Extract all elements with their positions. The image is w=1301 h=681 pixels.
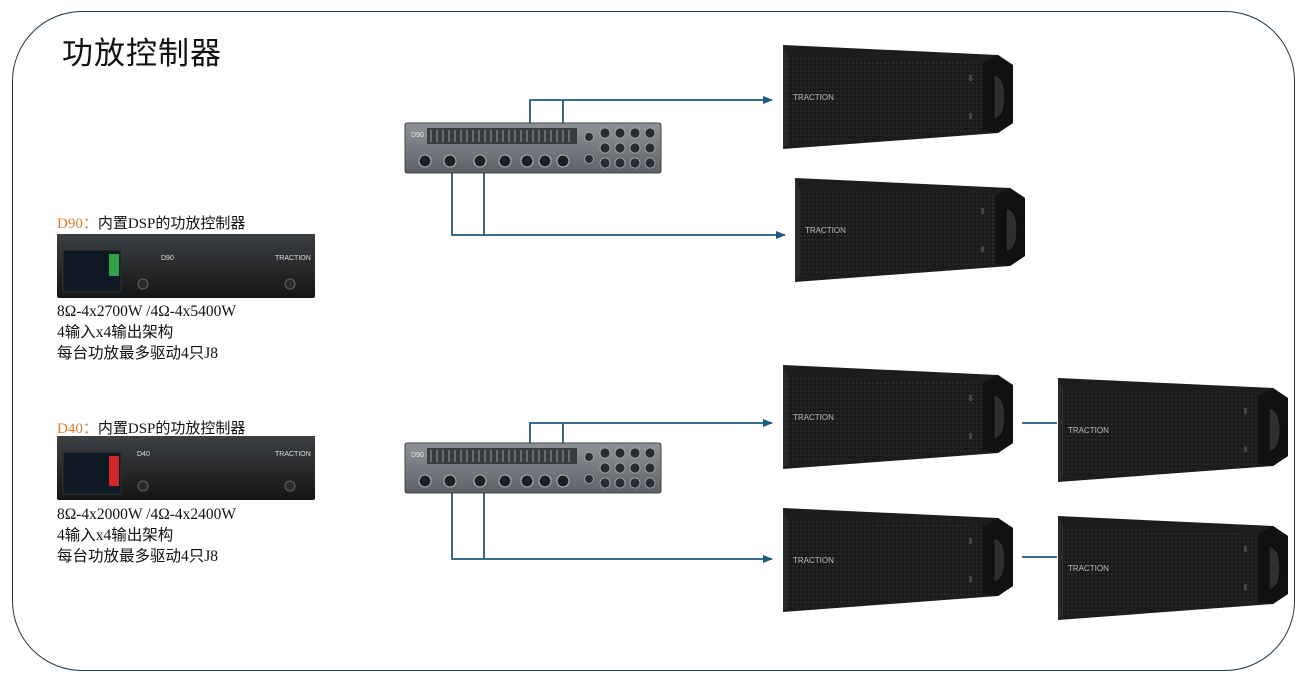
d90-spec-list: 8Ω-4x2700W /4Ω-4x5400W 4输入x4输出架构 每台功放最多驱… <box>57 301 236 364</box>
d40-front-model: D40 <box>137 451 150 458</box>
d40-spec-power: 8Ω-4x2000W /4Ω-4x2400W <box>57 506 237 523</box>
d90-description: 内置DSP的功放控制器 <box>97 216 246 232</box>
speaker-bottom-1: TRACTION <box>782 364 1014 470</box>
d40-separator: ： <box>82 421 98 437</box>
speaker-top-1: TRACTION <box>782 44 1014 150</box>
speaker-brand-5: TRACTION <box>793 556 834 565</box>
d90-code: D90 <box>57 216 83 232</box>
speaker-brand-2: TRACTION <box>805 226 846 235</box>
d90-spec-power: 8Ω-4x2700W /4Ω-4x5400W <box>57 303 237 320</box>
d40-spec-io: 4输入x4输出架构 <box>57 527 174 544</box>
d40-code: D40 <box>57 421 83 437</box>
d90-spec-io: 4输入x4输出架构 <box>57 324 174 341</box>
d90-spec-drive: 每台功放最多驱动4只J8 <box>57 345 219 362</box>
d90-rear-label: D90 <box>411 132 424 139</box>
speaker-bottom-2-chained: TRACTION <box>1057 515 1289 621</box>
d90-front-model: D90 <box>161 255 174 262</box>
d40-heading: D40：内置DSP的功放控制器 <box>57 417 245 438</box>
speaker-bottom-2: TRACTION <box>782 507 1014 613</box>
speaker-top-2: TRACTION <box>794 177 1026 283</box>
d90-front-brand: TRACTION <box>275 255 311 262</box>
d40-spec-drive: 每台功放最多驱动4只J8 <box>57 548 219 565</box>
line-d90-to-second-speaker <box>451 162 786 239</box>
speaker-brand-3: TRACTION <box>793 413 834 422</box>
d90-rear-panel: D90 <box>404 122 662 174</box>
diagram-frame <box>12 11 1295 671</box>
page-title: 功放控制器 <box>62 36 222 72</box>
d40-rear-panel: D90 <box>404 442 662 494</box>
d40-spec-list: 8Ω-4x2000W /4Ω-4x2400W 4输入x4输出架构 每台功放最多驱… <box>57 504 236 567</box>
line-d40-to-fourth-speaker <box>451 482 773 563</box>
d90-front-panel: D90 TRACTION <box>56 233 316 299</box>
d40-rear-label: D90 <box>411 452 424 459</box>
speaker-brand-4: TRACTION <box>1068 426 1109 435</box>
d40-front-brand: TRACTION <box>275 451 311 458</box>
speaker-brand-6: TRACTION <box>1068 564 1109 573</box>
d40-front-panel: D40 TRACTION <box>56 435 316 501</box>
d90-heading: D90：内置DSP的功放控制器 <box>57 212 245 233</box>
speaker-brand-1: TRACTION <box>793 93 834 102</box>
speaker-bottom-1-chained: TRACTION <box>1057 377 1289 483</box>
d40-description: 内置DSP的功放控制器 <box>97 421 246 437</box>
d90-separator: ： <box>82 216 98 232</box>
